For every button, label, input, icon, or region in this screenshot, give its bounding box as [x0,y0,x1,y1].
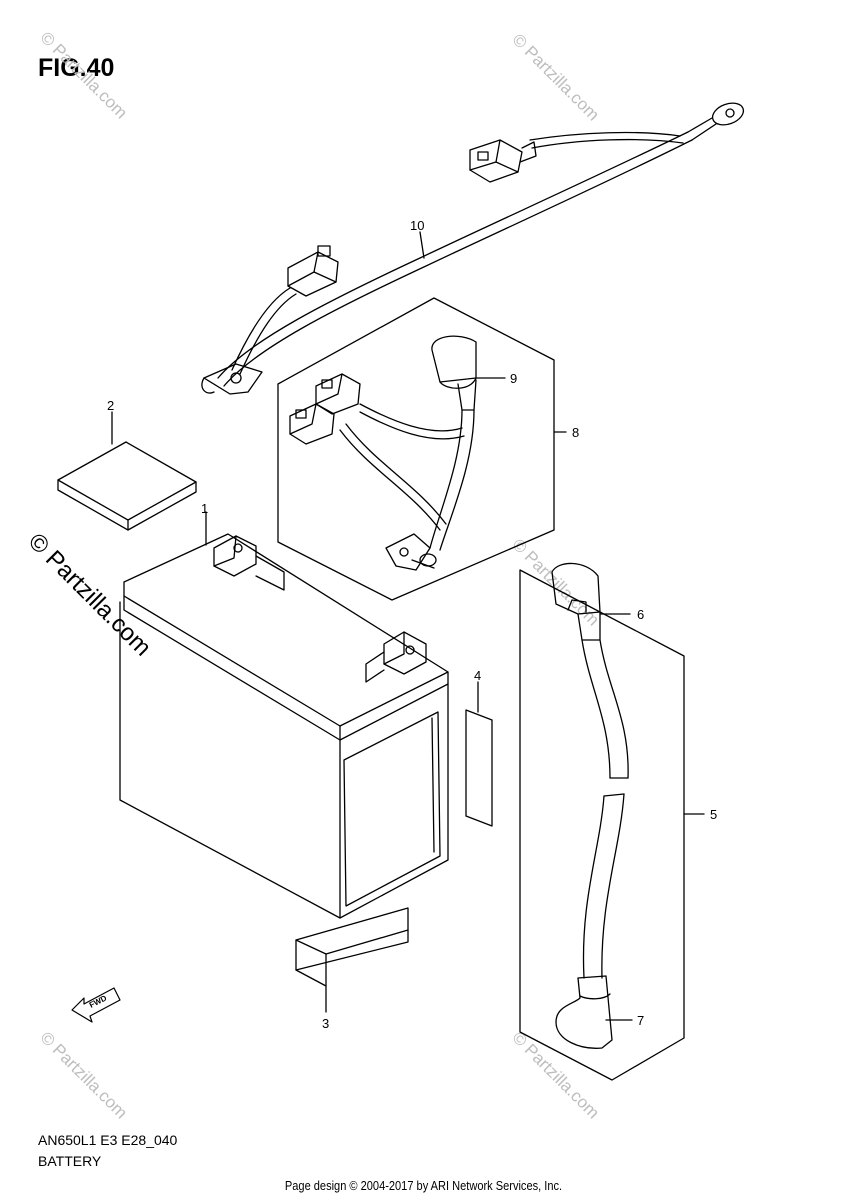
pad-part-3 [295,907,409,1013]
callout-5: 5 [710,807,717,822]
forward-direction-arrow-icon [71,987,121,1023]
callout-4: 4 [474,668,481,683]
figure-title: FIG.40 [38,54,115,82]
callout-8: 8 [572,425,579,440]
callout-6: 6 [637,607,644,622]
battery-cable-box [519,562,705,1081]
callout-1: 1 [201,501,208,516]
label-part-4 [465,681,493,827]
diagram-name: BATTERY [38,1153,102,1169]
battery-pad-part-2 [57,411,197,531]
diagram-code: AN650L1 E3 E28_040 [38,1132,178,1148]
wiring-harness-part-10 [201,102,745,395]
callout-2: 2 [107,398,114,413]
callout-3: 3 [322,1016,329,1031]
callout-10: 10 [410,218,424,233]
battery-part-1 [119,511,449,919]
callout-7: 7 [637,1013,644,1028]
lead-wire-set-box [277,297,567,601]
callout-9: 9 [510,371,517,386]
page-credit: Page design © 2004-2017 by ARI Network S… [284,1178,563,1193]
